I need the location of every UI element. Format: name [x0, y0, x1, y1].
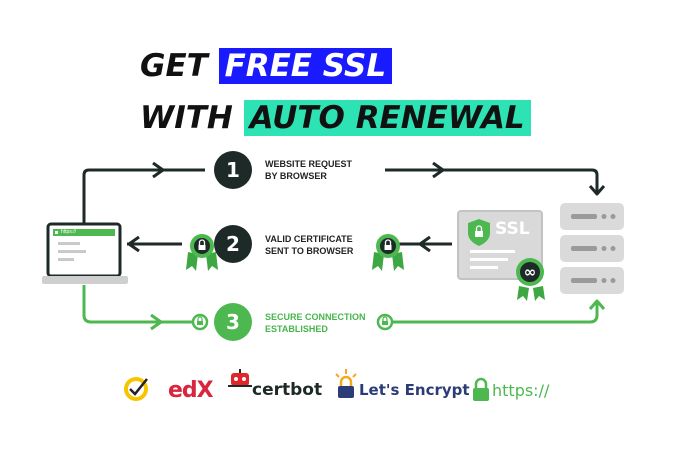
flow-line-secure-left	[82, 285, 193, 324]
headline-highlight-free-ssl: FREE SSL	[218, 48, 393, 84]
step-number-2: 2	[214, 225, 252, 263]
laptop-icon	[42, 222, 128, 284]
step-3-line-2: ESTABLISHED	[265, 324, 328, 334]
certbot-robot-icon	[228, 369, 252, 387]
step-1-line-2: BY BROWSER	[265, 171, 327, 181]
letsencrypt-logo: Let's Encrypt	[359, 381, 470, 399]
infinity-symbol: ∞	[523, 263, 537, 281]
headline-prefix-1: GET	[140, 48, 208, 84]
flow-line-request-right	[385, 168, 599, 193]
flow-arrow-certificate-1	[127, 235, 140, 253]
headline-line-1: GET FREE SSL	[140, 48, 393, 84]
step-number-1: 1	[214, 151, 252, 189]
flow-arrow-request-2	[432, 161, 445, 179]
step-2-line-1: VALID CERTIFICATE	[265, 234, 353, 244]
step-1-text: WEBSITE REQUEST BY BROWSER	[265, 158, 352, 182]
flow-arrow-request-1	[152, 161, 165, 179]
server-stack-icon	[560, 203, 624, 294]
step-3-text: SECURE CONNECTION ESTABLISHED	[265, 311, 366, 335]
flow-line-request-left	[82, 168, 205, 224]
ssl-certificate-card	[457, 210, 545, 301]
headline-highlight-auto-renewal: AUTO RENEWAL	[243, 100, 531, 136]
certbot-logo: certbot	[252, 380, 323, 400]
step-2-line-2: SENT TO BROWSER	[265, 246, 354, 256]
award-badge-right	[372, 234, 404, 271]
https-padlock-icon	[473, 377, 489, 401]
flow-arrow-certificate-2	[418, 235, 431, 253]
https-logo: https://	[492, 380, 550, 400]
laptop-address-bar-label: https://	[61, 229, 77, 235]
letsencrypt-padlock-icon	[335, 369, 357, 398]
edx-logo: edX	[168, 377, 214, 403]
step-2-text: VALID CERTIFICATE SENT TO BROWSER	[265, 233, 353, 257]
step-number-3: 3	[214, 303, 252, 341]
flow-arrow-secure-1	[150, 313, 163, 331]
headline-prefix-2: WITH	[140, 100, 233, 136]
flow-arrow-secure-up	[588, 299, 606, 310]
award-badge-left	[186, 234, 218, 271]
step-3-line-1: SECURE CONNECTION	[265, 312, 366, 322]
headline-line-2: WITH AUTO RENEWAL	[140, 100, 531, 136]
flow-line-secure-right	[390, 302, 599, 324]
norton-check-icon	[124, 377, 148, 401]
ssl-certificate-label: SSL	[495, 219, 530, 239]
step-1-line-1: WEBSITE REQUEST	[265, 159, 353, 169]
flow-arrow-request-down	[588, 185, 606, 196]
